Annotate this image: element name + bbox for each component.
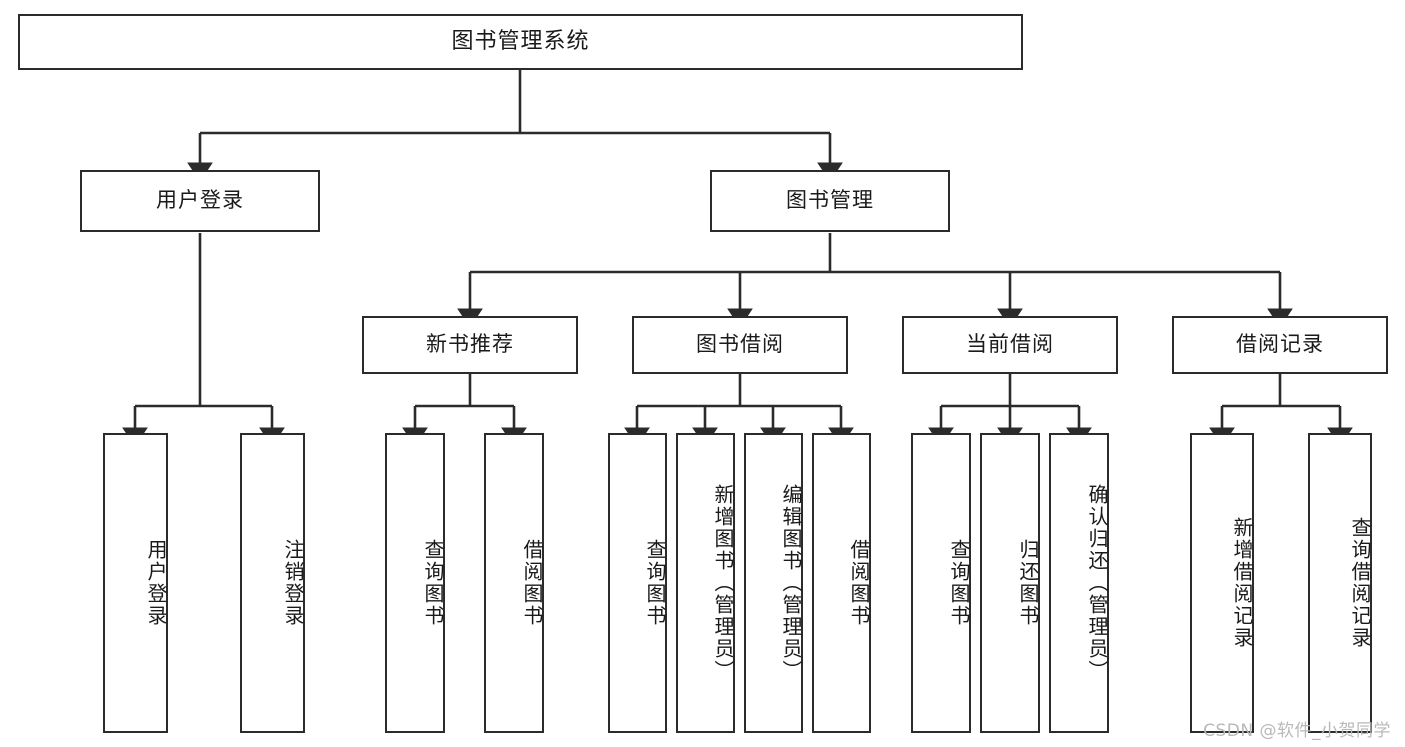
node-label: 归还图书 xyxy=(1016,539,1040,627)
leaf-user-login-login[interactable]: 用户登录 xyxy=(103,433,168,733)
node-label: 查询借阅记录 xyxy=(1348,517,1372,649)
node-label: 借阅图书 xyxy=(847,539,871,627)
node-label: 新书推荐 xyxy=(426,332,514,357)
node-root-system[interactable]: 图书管理系统 xyxy=(18,14,1023,70)
node-label: 新增图书（管理员） xyxy=(711,484,735,682)
node-book-borrow[interactable]: 图书借阅 xyxy=(632,316,848,374)
node-label: 新增借阅记录 xyxy=(1230,517,1254,649)
node-label: 编辑图书（管理员） xyxy=(779,484,803,682)
leaf-book-borrow-query[interactable]: 查询图书 xyxy=(608,433,667,733)
node-book-management[interactable]: 图书管理 xyxy=(710,170,950,232)
node-label: 查询图书 xyxy=(947,539,971,627)
node-label: 查询图书 xyxy=(421,539,445,627)
node-label: 借阅记录 xyxy=(1236,332,1324,357)
node-label: 注销登录 xyxy=(281,539,305,627)
leaf-current-borrow-confirm-return[interactable]: 确认归还（管理员） xyxy=(1049,433,1109,733)
node-label: 图书管理 xyxy=(786,188,874,213)
leaf-book-borrow-edit[interactable]: 编辑图书（管理员） xyxy=(744,433,803,733)
node-label: 图书借阅 xyxy=(696,332,784,357)
node-label: 用户登录 xyxy=(156,188,244,213)
leaf-new-book-borrow[interactable]: 借阅图书 xyxy=(484,433,544,733)
leaf-book-borrow-add[interactable]: 新增图书（管理员） xyxy=(676,433,735,733)
leaf-user-login-logout[interactable]: 注销登录 xyxy=(240,433,305,733)
leaf-current-borrow-return[interactable]: 归还图书 xyxy=(980,433,1040,733)
leaf-current-borrow-query[interactable]: 查询图书 xyxy=(911,433,971,733)
node-current-borrow[interactable]: 当前借阅 xyxy=(902,316,1118,374)
leaf-borrow-record-query[interactable]: 查询借阅记录 xyxy=(1308,433,1372,733)
leaf-book-borrow-borrow[interactable]: 借阅图书 xyxy=(812,433,871,733)
leaf-borrow-record-add[interactable]: 新增借阅记录 xyxy=(1190,433,1254,733)
node-label: 用户登录 xyxy=(144,539,168,627)
node-user-login[interactable]: 用户登录 xyxy=(80,170,320,232)
watermark: CSDN @软件_小贺同学 xyxy=(1203,721,1391,741)
node-label: 当前借阅 xyxy=(966,332,1054,357)
node-label: 查询图书 xyxy=(643,539,667,627)
node-label: 图书管理系统 xyxy=(451,28,590,54)
node-label: 借阅图书 xyxy=(520,539,544,627)
node-borrow-record[interactable]: 借阅记录 xyxy=(1172,316,1388,374)
leaf-new-book-query[interactable]: 查询图书 xyxy=(385,433,445,733)
node-new-book-recommend[interactable]: 新书推荐 xyxy=(362,316,578,374)
node-label: 确认归还（管理员） xyxy=(1085,484,1109,682)
